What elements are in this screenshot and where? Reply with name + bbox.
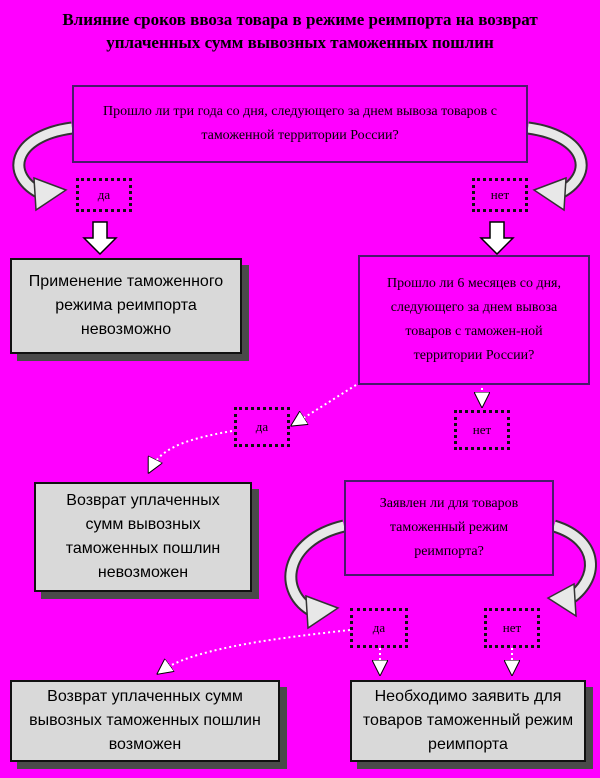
question-six-months: Прошло ли 6 месяцев со дня, следующего з…	[358, 255, 590, 385]
result-reimport-impossible: Применение таможенного режима реимпорта …	[10, 258, 242, 354]
down-arrow-no-q1	[479, 221, 515, 256]
curved-arrow-right-q3	[546, 519, 597, 618]
result-refund-impossible: Возврат уплаченных сумм вывозных таможен…	[34, 482, 252, 592]
answer-no-q2: нет	[454, 410, 510, 450]
question-three-years: Прошло ли три года со дня, следующего за…	[72, 85, 528, 163]
answer-yes-q3: да	[350, 608, 408, 648]
diagram-title: Влияние сроков ввоза товара в режиме реи…	[62, 10, 538, 52]
result-declare-reimport: Необходимо заявить для товаров таможенны…	[350, 680, 586, 762]
curved-arrow-left-q1	[12, 121, 74, 212]
dotted-arrow-yes2-to-result2	[150, 430, 233, 470]
result-refund-possible: Возврат уплаченных сумм вывозных таможен…	[10, 680, 280, 762]
down-arrow-yes-q1	[82, 221, 118, 256]
curved-arrow-left-q3	[284, 519, 346, 630]
answer-yes-q2: да	[234, 407, 290, 447]
dotted-arrow-yes3-to-result3	[160, 629, 351, 672]
dotted-arrow-q2-to-yes	[294, 384, 357, 424]
answer-yes-q1: да	[76, 178, 132, 212]
curved-arrow-right-q1	[526, 121, 588, 212]
answer-no-q3: нет	[484, 608, 540, 648]
question-regime-declared: Заявлен ли для товаров таможенный режим …	[344, 480, 554, 576]
answer-no-q1: нет	[472, 178, 528, 212]
